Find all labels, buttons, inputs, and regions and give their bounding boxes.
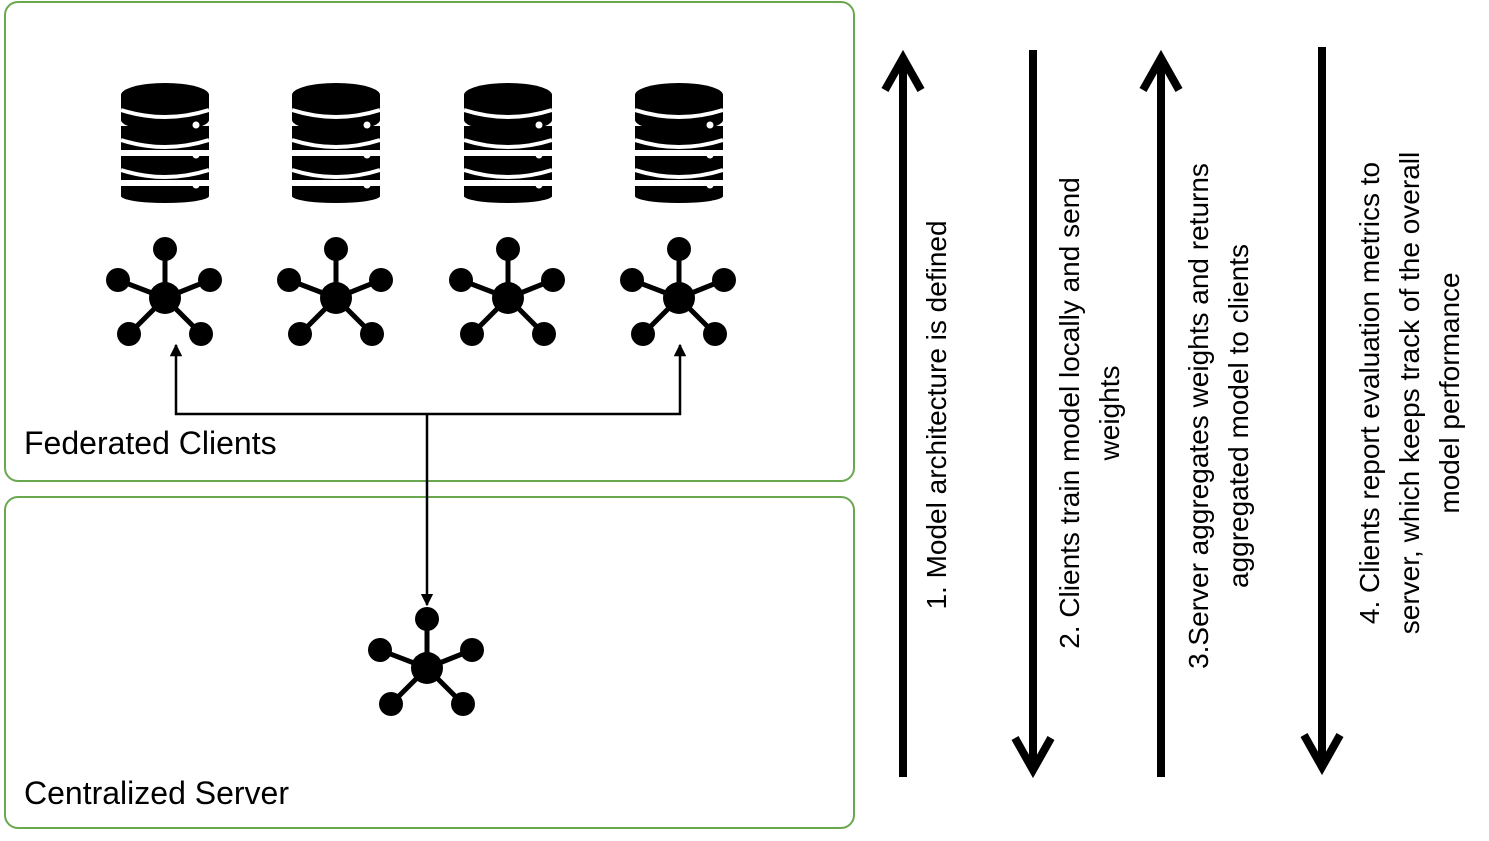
client-network-icon (106, 237, 222, 346)
step-4-line-1: 4. Clients report evaluation metrics to (1354, 161, 1385, 625)
client-network-icon (449, 237, 565, 346)
centralized-server-panel (4, 496, 855, 829)
database-icon (634, 83, 724, 203)
federated-clients-panel (4, 1, 855, 482)
step-4-line-2: server, which keeps track of the overall (1394, 151, 1425, 635)
step-arrow-1 (881, 49, 925, 777)
step-3-text: 3.Server aggregates weights and returns … (1179, 163, 1259, 669)
step-arrow-4 (1300, 47, 1344, 776)
step-2-line-2: weights (1094, 365, 1125, 461)
step-1-text: 1. Model architecture is defined (917, 220, 957, 609)
step-arrow-3 (1139, 49, 1183, 777)
step-3-line-2: aggregated model to clients (1223, 244, 1254, 589)
database-icon (463, 83, 553, 203)
federated-clients-label: Federated Clients (24, 425, 277, 461)
step-arrow-2 (1011, 50, 1055, 779)
client-network-icon (277, 237, 393, 346)
database-icon (120, 83, 210, 203)
server-network-icon (368, 607, 484, 716)
step-4-text: 4. Clients report evaluation metrics to … (1350, 152, 1470, 634)
step-2-text: 2. Clients train model locally and send … (1050, 177, 1130, 649)
database-icon (291, 83, 381, 203)
connector-to-client-4 (427, 343, 687, 416)
centralized-server-label: Centralized Server (24, 775, 289, 811)
step-2-line-1: 2. Clients train model locally and send (1054, 177, 1085, 649)
step-1-line-1: 1. Model architecture is defined (921, 220, 952, 610)
client-network-icon (620, 237, 736, 346)
step-4-line-3: model performance (1434, 272, 1465, 514)
step-3-line-1: 3.Server aggregates weights and returns (1183, 163, 1214, 669)
connector-to-client-1 (169, 343, 427, 416)
connector-arrows (169, 343, 687, 607)
